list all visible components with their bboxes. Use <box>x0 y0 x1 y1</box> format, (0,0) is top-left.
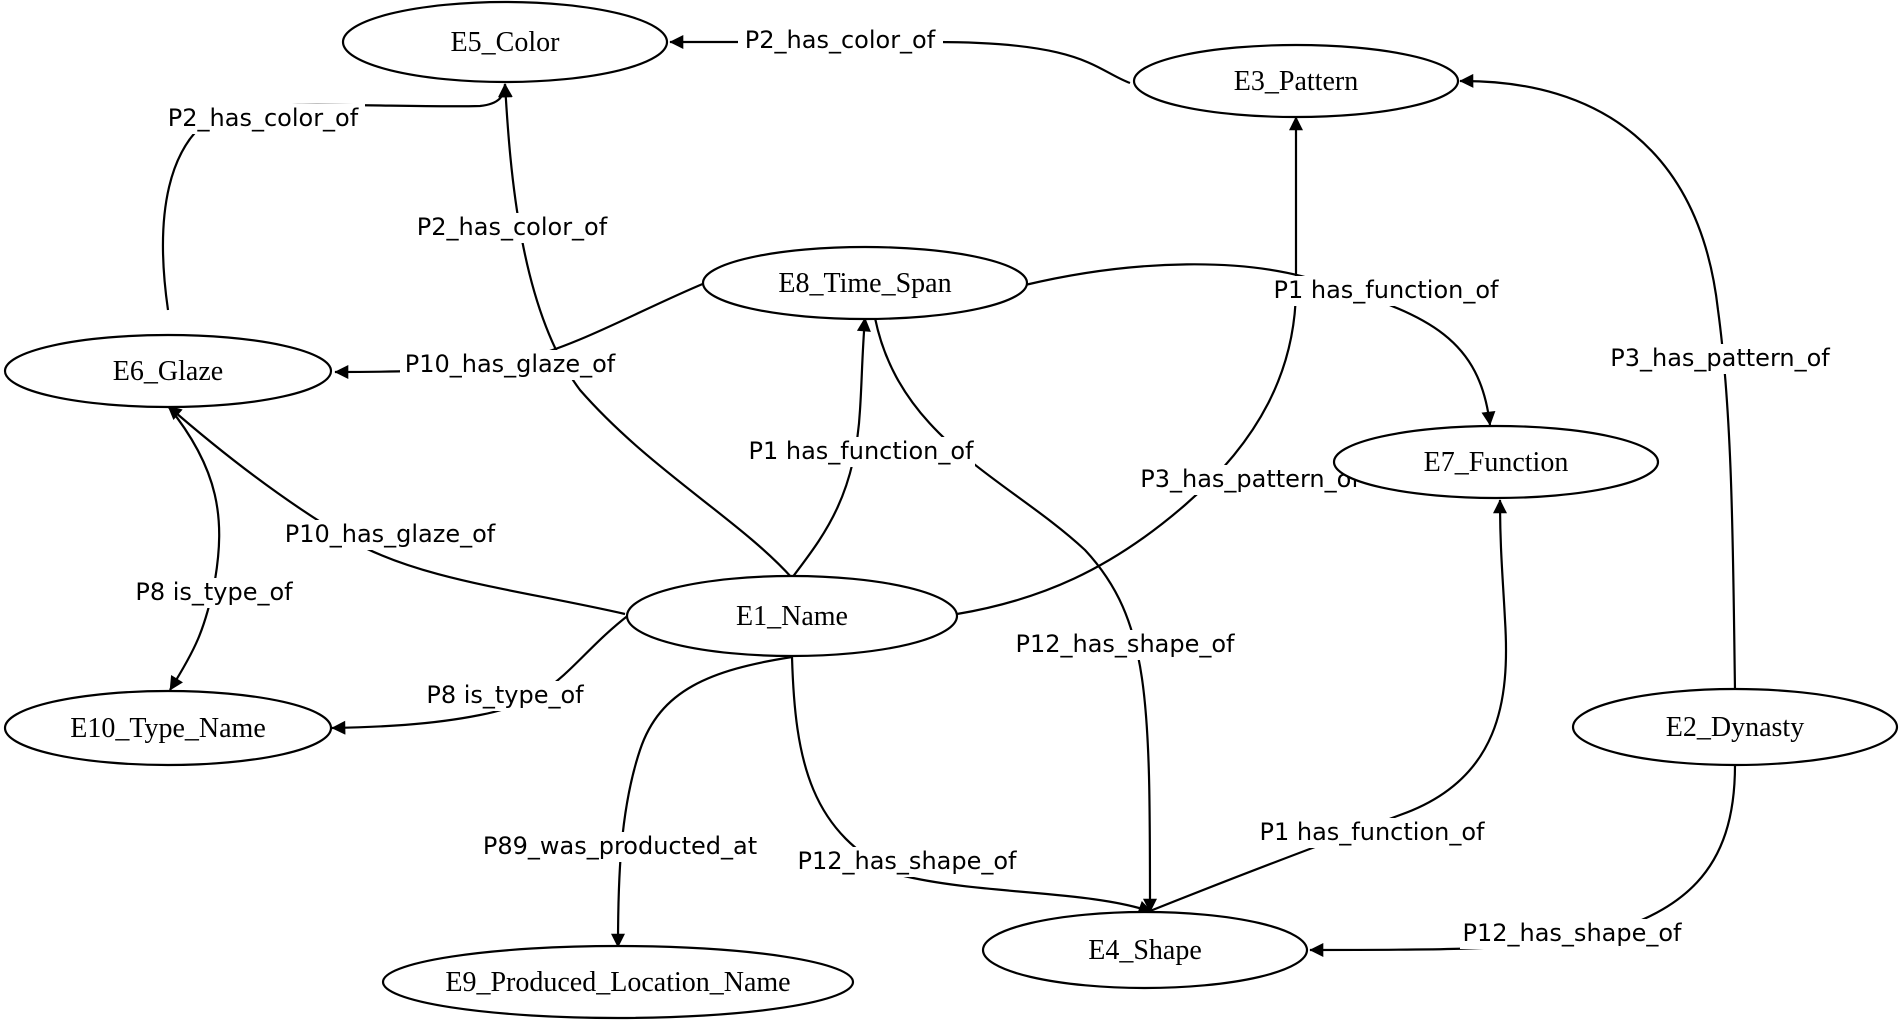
edge-label-e1-e3: P3_has_pattern_of <box>1140 465 1360 493</box>
edge-labels: P2_has_color_of P2_has_color_of P2_has_c… <box>130 26 1835 949</box>
edge-label-e8-e6: P10_has_glaze_of <box>405 350 616 378</box>
edge-label-e8-e4: P12_has_shape_of <box>1016 630 1236 658</box>
edge-label-e1-e5: P2_has_color_of <box>417 213 608 241</box>
node-label-e8: E8_Time_Span <box>778 268 951 299</box>
edge-label-e4-e7: P1 has_function_of <box>1260 818 1486 846</box>
edge-label-e2-e3: P3_has_pattern_of <box>1610 344 1830 372</box>
edge-label-e2-e4: P12_has_shape_of <box>1463 919 1683 947</box>
edge-e1-to-e3 <box>956 116 1303 616</box>
node-e10-type-name: E10_Type_Name <box>3 689 333 767</box>
node-e9-produced-location-name: E9_Produced_Location_Name <box>381 944 855 1020</box>
node-label-e4: E4_Shape <box>1088 935 1202 966</box>
edge-label-e3-e5: P2_has_color_of <box>745 26 936 54</box>
edge-label-e1-e10: P8 is_type_of <box>426 681 584 709</box>
node-e3-pattern: E3_Pattern <box>1132 43 1460 119</box>
node-label-e1: E1_Name <box>736 601 848 632</box>
node-label-e6: E6_Glaze <box>113 356 223 387</box>
edge-e6-to-e10 <box>167 405 221 691</box>
node-e6-glaze: E6_Glaze <box>3 333 333 409</box>
node-label-e2: E2_Dynasty <box>1666 712 1804 743</box>
edge-e1-to-e5 <box>498 83 793 579</box>
node-e7-function: E7_Function <box>1332 424 1660 500</box>
node-label-e9: E9_Produced_Location_Name <box>445 967 790 998</box>
node-label-e7: E7_Function <box>1424 447 1569 478</box>
edge-e8-to-e4 <box>873 317 1157 913</box>
edge-label-e1-e9: P89_was_producted_at <box>483 832 757 860</box>
edge-e4-to-e7 <box>1144 499 1508 915</box>
node-label-e5: E5_Color <box>451 27 561 58</box>
node-label-e10: E10_Type_Name <box>70 713 266 744</box>
node-e1-name: E1_Name <box>625 574 959 658</box>
edge-label-e1-e4: P12_has_shape_of <box>798 847 1018 875</box>
node-e8-time-span: E8_Time_Span <box>701 245 1029 321</box>
node-e5-color: E5_Color <box>341 0 669 84</box>
nodes: E5_Color E3_Pattern E8_Time_Span E6_Glaz… <box>3 0 1899 1020</box>
edge-label-e6-e5: P2_has_color_of <box>168 104 359 132</box>
edge-label-e6-e10: P8 is_type_of <box>135 578 293 606</box>
edge-e1-to-e8 <box>791 317 871 579</box>
edge-e2-to-e3 <box>1459 73 1737 691</box>
edge-e3-to-e5 <box>669 35 1131 85</box>
edge-e1-to-e10 <box>331 613 631 735</box>
node-label-e3: E3_Pattern <box>1234 66 1358 97</box>
node-e2-dynasty: E2_Dynasty <box>1571 687 1899 767</box>
edge-label-e1-e6: P10_has_glaze_of <box>285 520 496 548</box>
node-e4-shape: E4_Shape <box>981 910 1309 990</box>
edge-e1-to-e9 <box>611 655 793 948</box>
edge-label-e8-e7: P1 has_function_of <box>1274 276 1500 304</box>
edge-label-e1-e8: P1 has_function_of <box>749 437 975 465</box>
